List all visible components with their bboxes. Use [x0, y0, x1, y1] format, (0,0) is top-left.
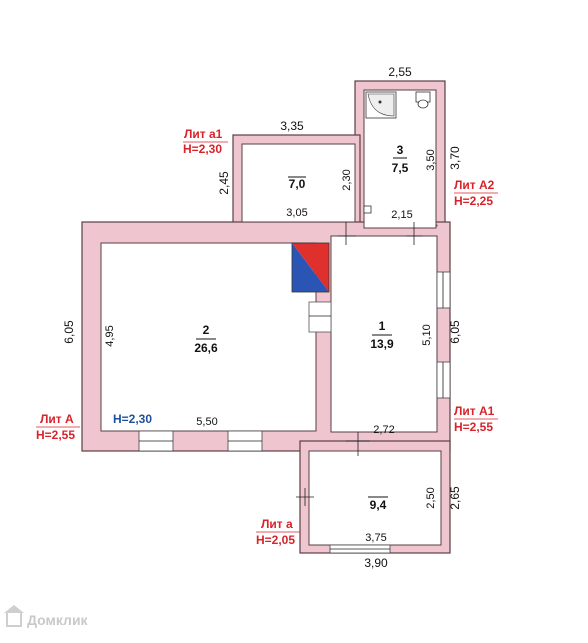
dim-bottom-a-outer: 3,90 [364, 556, 388, 570]
dim-left-a-outer: 6,05 [62, 320, 76, 344]
passage [308, 301, 332, 333]
dim-top-a2: 2,55 [388, 65, 412, 79]
bathroom-fixtures [365, 91, 431, 119]
room-1-area: 13,9 [370, 337, 394, 351]
brand-watermark: Домклик [4, 605, 88, 628]
room-a [308, 450, 442, 546]
dim-inner-a-right: 2,50 [425, 487, 437, 508]
dim-inner-a2-right: 3,50 [425, 149, 437, 170]
room-1 [330, 235, 438, 433]
room-2-number: 2 [203, 323, 210, 337]
window-r1-top [436, 271, 451, 309]
room-2-area: 26,6 [194, 341, 218, 355]
dim-left-a1: 2,45 [217, 171, 231, 195]
dim-inner-r2-bottom: 5,50 [196, 416, 217, 428]
dim-inner-a1-bottom: 3,05 [286, 207, 307, 219]
dim-top-a1: 3,35 [280, 119, 304, 133]
lit-a1-big-label: Лит А1 [454, 404, 495, 418]
dim-inner-r1-right: 5,10 [421, 324, 433, 345]
lit-a-small-label: Лит а [261, 517, 293, 531]
lit-a1-label: Лит а1 [184, 127, 223, 141]
h-a-big-label: H=2,55 [36, 428, 75, 442]
lit-labels: Лит а1 H=2,30 Лит А2 H=2,25 Лит А H=2,55… [36, 127, 498, 547]
h-room-2-label: H=2,30 [113, 412, 152, 426]
h-a1-label: H=2,30 [183, 142, 222, 156]
h-a-small-label: H=2,05 [256, 533, 295, 547]
stove-outline [291, 242, 330, 293]
dim-inner-r1-bottom: 2,72 [373, 424, 394, 436]
room-a1 [241, 143, 356, 223]
dim-right-a1-outer: 6,05 [448, 320, 462, 344]
house-logo-icon [4, 605, 24, 627]
dim-right-a-outer: 2,65 [448, 486, 462, 510]
room-2 [100, 242, 317, 432]
utility-box-icon [363, 205, 372, 214]
dim-inner-a1-right: 2,30 [341, 169, 353, 190]
lit-a-big-label: Лит А [40, 412, 74, 426]
stove [291, 242, 330, 293]
doors [296, 205, 422, 506]
room-3-area: 7,5 [392, 161, 409, 175]
passage-opening [308, 301, 332, 333]
windows [138, 224, 451, 554]
lit-a2-label: Лит А2 [454, 178, 495, 192]
dim-inner-a-bottom: 3,75 [365, 532, 386, 544]
room-labels: 3 7,5 7,0 2 26,6 1 13,9 9,4 [194, 143, 408, 512]
room-3-number: 3 [397, 143, 404, 157]
h-a2-label: H=2,25 [454, 194, 493, 208]
dim-right-a2-outer: 3,70 [448, 146, 462, 170]
window-r1-bottom [436, 361, 451, 399]
brand-name: Домклик [27, 612, 88, 628]
dim-inner-r2-left: 4,95 [104, 325, 116, 346]
room-1-number: 1 [379, 319, 386, 333]
rooms [100, 89, 442, 546]
room-a1-area: 7,0 [289, 177, 306, 191]
h-a1-big-label: H=2,55 [454, 420, 493, 434]
room-a-area: 9,4 [370, 498, 387, 512]
dimensions: 2,55 3,35 2,45 2,30 3,05 3,70 3,50 2,15 … [62, 65, 462, 570]
dim-inner-r1-top: 2,15 [391, 209, 412, 221]
stove-blue-part [292, 243, 329, 292]
